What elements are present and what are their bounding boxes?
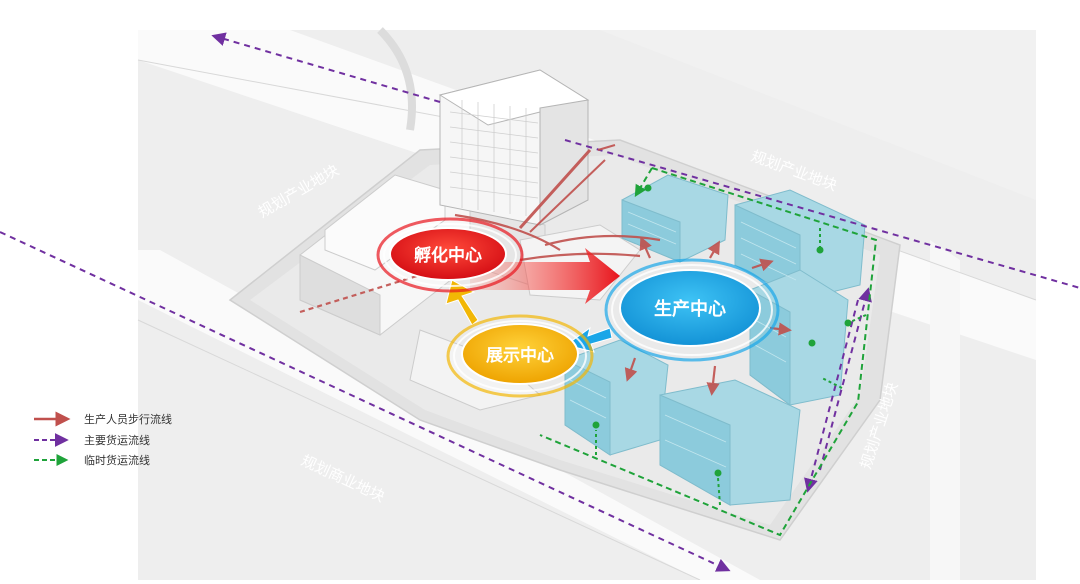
walking-flows: [299, 144, 792, 396]
road-edge-line: [137, 319, 701, 581]
legend-label: 生产人员步行流线: [84, 412, 172, 426]
incubation-hub-label: 孵化中心: [414, 245, 482, 266]
production-hub: 生产中心: [604, 258, 780, 362]
temporary-freight-flows: [539, 167, 878, 537]
temporary-freight-points: [592, 184, 852, 477]
main-freight-flows: [0, 32, 1080, 572]
legend-label: 主要货运流线: [84, 433, 150, 447]
legend-item-main-freight: 主要货运流线: [34, 433, 150, 447]
road-right: [930, 240, 960, 580]
incubation-hub: 孵化中心: [376, 217, 524, 293]
legend-label: 临时货运流线: [84, 453, 150, 467]
legend: 生产人员步行流线 主要货运流线 临时货运流线: [34, 411, 172, 467]
tower-building: [438, 69, 590, 226]
glass-buildings: [564, 174, 866, 506]
exhibition-hub-label: 展示中心: [486, 345, 554, 366]
legend-item-temp-freight: 临时货运流线: [34, 453, 150, 467]
production-hub-label: 生产中心: [654, 298, 726, 320]
incubation-to-production-arrow: [470, 248, 620, 304]
exhibition-hub: 展示中心: [446, 314, 594, 398]
production-to-exhibition-arrow: [564, 326, 613, 353]
legend-item-walk: 生产人员步行流线: [34, 411, 172, 427]
curved-road: [377, 27, 416, 131]
